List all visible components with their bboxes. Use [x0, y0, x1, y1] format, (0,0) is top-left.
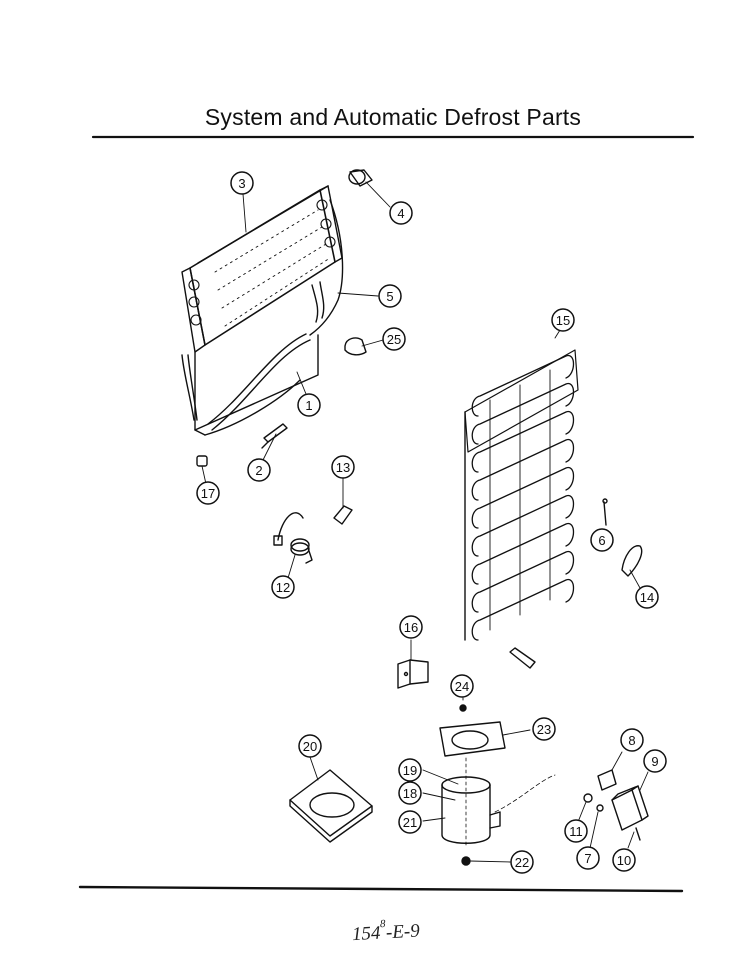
callout-19: 19 [398, 758, 422, 782]
callout-12: 12 [271, 575, 295, 599]
callout-17: 17 [196, 481, 220, 505]
base-plate-part [289, 756, 373, 843]
callout-13: 13 [331, 455, 355, 479]
callout-20-label: 20 [303, 739, 317, 754]
callout-7: 7 [576, 846, 600, 870]
callout-4-label: 4 [397, 206, 404, 221]
callout-20: 20 [298, 734, 322, 758]
callout-15: 15 [551, 308, 575, 332]
drawing-code-superscript: 8 [379, 918, 386, 931]
callout-8-label: 8 [628, 733, 635, 748]
callout-23-label: 23 [537, 722, 551, 737]
mounting-bracket-part [397, 639, 429, 689]
callout-17-label: 17 [201, 486, 215, 501]
callout-14: 14 [635, 585, 659, 609]
callout-25-label: 25 [387, 332, 401, 347]
callout-6: 6 [590, 528, 614, 552]
callout-12-label: 12 [276, 580, 290, 595]
callout-5-label: 5 [386, 289, 393, 304]
callout-22: 22 [510, 850, 534, 874]
compressor-mount-part [439, 697, 531, 757]
grommet-part [196, 455, 208, 485]
callout-10: 10 [612, 848, 636, 872]
callout-19-label: 19 [403, 763, 417, 778]
cover-part [333, 477, 353, 525]
harness-part [273, 512, 313, 579]
callout-10-label: 10 [617, 853, 631, 868]
condenser-part [464, 329, 579, 669]
evaporator-part [181, 185, 344, 436]
callout-18-label: 18 [403, 786, 417, 801]
relay-overload-part [577, 751, 649, 849]
callout-21: 21 [398, 810, 422, 834]
thermostat-part [348, 169, 391, 208]
bottom-rule [78, 885, 684, 893]
callout-1-label: 1 [305, 398, 312, 413]
terminal-part [261, 423, 288, 463]
callout-labels: 3 4 5 25 1 2 17 13 12 15 6 14 16 24 23 2… [196, 171, 667, 874]
callout-1: 1 [296, 371, 321, 417]
callout-25: 25 [382, 327, 406, 351]
callout-11-label: 11 [569, 824, 583, 839]
callout-11: 11 [564, 819, 588, 843]
callout-21-label: 21 [403, 815, 417, 830]
callout-9-label: 9 [651, 754, 658, 769]
callout-18: 18 [398, 781, 422, 805]
callout-7-label: 7 [584, 851, 591, 866]
callout-9: 9 [643, 749, 667, 773]
clip-part [344, 337, 384, 356]
callout-16: 16 [399, 615, 423, 639]
bracket-cover-part [621, 545, 643, 589]
callout-24: 24 [450, 674, 474, 698]
callout-5: 5 [337, 284, 402, 308]
drawing-code-tail: -E-9 [385, 920, 421, 944]
callout-15-label: 15 [556, 313, 570, 328]
screw-part [602, 498, 608, 526]
page-title: System and Automatic Defrost Parts [204, 104, 582, 130]
callout-8: 8 [620, 728, 644, 752]
callout-2-label: 2 [255, 463, 262, 478]
callout-4: 4 [389, 201, 413, 225]
callout-13-label: 13 [336, 460, 350, 475]
drawing-code: 1548-E-9 [351, 918, 421, 946]
compressor-part [422, 757, 556, 866]
callout-16-label: 16 [404, 620, 418, 635]
callout-2: 2 [247, 458, 271, 482]
callout-3-label: 3 [238, 176, 245, 191]
drawing-code-main: 154 [351, 922, 382, 946]
callout-6-label: 6 [598, 533, 605, 548]
callout-22-label: 22 [515, 855, 529, 870]
callout-24-label: 24 [455, 679, 469, 694]
callout-14-label: 14 [640, 590, 654, 605]
callout-3: 3 [230, 171, 254, 233]
callout-23: 23 [532, 717, 556, 741]
